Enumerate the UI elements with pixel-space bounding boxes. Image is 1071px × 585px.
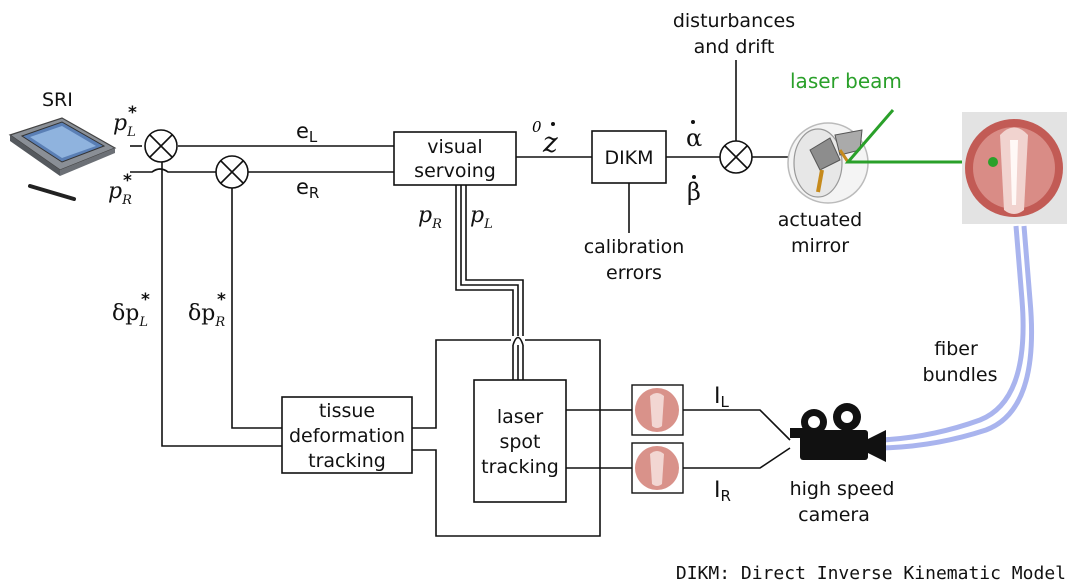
calibration-errors-label: calibration errors xyxy=(584,236,685,284)
svg-text:eR: eR xyxy=(296,175,319,202)
summing-junction-left xyxy=(144,129,178,163)
summing-junction-mirror xyxy=(719,140,753,174)
tissue-deformation-tracking-block: tissue deformation tracking xyxy=(281,396,413,474)
p-l-label: pL xyxy=(470,203,493,232)
svg-text:mirror: mirror xyxy=(791,235,849,257)
e-r-label: eR xyxy=(296,175,319,202)
visual-servoing-block: visual servoing xyxy=(393,131,517,186)
svg-text:visual: visual xyxy=(427,136,482,158)
svg-text:pR: pR xyxy=(108,179,132,208)
svg-text:deformation: deformation xyxy=(289,425,405,447)
image-right-thumbnail xyxy=(631,442,684,494)
svg-text:IR: IR xyxy=(714,478,731,505)
svg-text:IL: IL xyxy=(714,384,730,411)
image-left-thumbnail xyxy=(631,384,684,436)
p-l-star-label: pL * xyxy=(113,103,137,140)
svg-text:laser: laser xyxy=(497,406,544,428)
delta-p-l-star-label: δpL * xyxy=(112,290,150,330)
svg-text:β: β xyxy=(687,178,701,206)
svg-text:*: * xyxy=(128,103,137,123)
wiring xyxy=(130,60,791,537)
i-l-label: IL xyxy=(714,384,730,411)
fiber-bundles-label: fiber bundles xyxy=(922,338,997,386)
svg-text:bundles: bundles xyxy=(922,364,997,386)
svg-text:z: z xyxy=(542,126,558,159)
laser-spot-tracking-block: laser spot tracking xyxy=(473,379,567,503)
svg-text:tracking: tracking xyxy=(308,450,386,472)
camera-icon xyxy=(790,403,886,462)
alpha-dot-label: α xyxy=(686,120,702,152)
svg-text:fiber: fiber xyxy=(934,338,978,360)
dikm-block: DIKM xyxy=(591,130,667,184)
svg-text:spot: spot xyxy=(499,431,540,453)
larynx-image-icon xyxy=(962,112,1067,224)
svg-text:calibration: calibration xyxy=(584,236,685,258)
p-r-label: pR xyxy=(418,203,442,232)
mirror-icon xyxy=(787,122,869,204)
svg-text:DIKM: DIKM xyxy=(604,147,653,169)
svg-text:errors: errors xyxy=(606,262,662,284)
tablet-icon xyxy=(8,117,117,176)
sri-label: SRI xyxy=(42,89,73,111)
svg-text:δpL: δpL xyxy=(112,301,148,330)
delta-p-r-star-label: δpR * xyxy=(188,290,226,330)
svg-text:high speed: high speed xyxy=(790,478,895,500)
e-l-label: eL xyxy=(296,119,318,146)
stylus-icon xyxy=(28,184,76,201)
p-r-star-label: pR * xyxy=(108,171,132,208)
i-r-label: IR xyxy=(714,478,731,505)
footnote: DIKM: Direct Inverse Kinematic Model xyxy=(676,563,1066,584)
fiber-bundles xyxy=(879,225,1035,451)
summing-junction-right xyxy=(215,155,249,189)
disturbances-label: disturbances and drift xyxy=(673,10,795,58)
svg-text:actuated: actuated xyxy=(778,209,862,231)
svg-text:*: * xyxy=(123,171,132,191)
svg-text:disturbances: disturbances xyxy=(673,10,795,32)
svg-text:servoing: servoing xyxy=(414,160,496,182)
svg-text:*: * xyxy=(217,290,226,310)
svg-text:tracking: tracking xyxy=(481,456,559,478)
svg-text:tissue: tissue xyxy=(319,400,375,422)
svg-text:pL: pL xyxy=(113,111,136,140)
laser-beam-label: laser beam xyxy=(790,69,902,93)
svg-text:pL: pL xyxy=(470,203,493,232)
beta-dot-label: β xyxy=(687,175,701,206)
svg-text:pR: pR xyxy=(418,203,442,232)
actuated-mirror-label: actuated mirror xyxy=(778,209,862,257)
svg-text:0: 0 xyxy=(532,118,542,136)
svg-text:α: α xyxy=(686,124,702,152)
svg-text:eL: eL xyxy=(296,119,318,146)
svg-text:camera: camera xyxy=(798,504,870,526)
high-speed-camera-label: high speed camera xyxy=(790,478,895,526)
svg-text:and drift: and drift xyxy=(694,36,775,58)
svg-text:δpR: δpR xyxy=(188,301,225,330)
z-dot-label: 0 z xyxy=(532,118,558,159)
svg-text:*: * xyxy=(141,290,150,310)
